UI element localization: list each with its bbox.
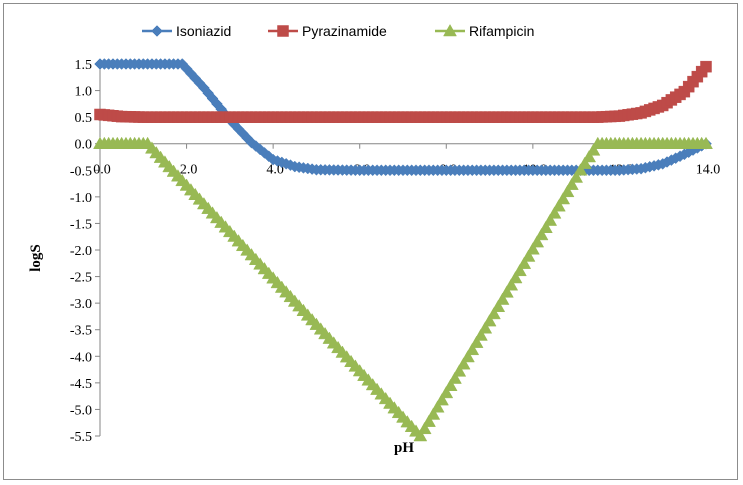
chart-frame [3, 3, 738, 480]
y-tick-label: 1.5 [75, 58, 93, 73]
data-point [439, 385, 454, 399]
legend-item: Rifampicin [435, 23, 534, 39]
data-point [413, 428, 428, 442]
data-point [543, 213, 558, 226]
axes: 1.51.00.50.0-0.5-1.0-1.5-2.0-2.5-3.0-3.5… [70, 58, 720, 445]
data-point [499, 285, 514, 298]
data-point [486, 306, 501, 320]
data-point [461, 349, 475, 363]
data-point [699, 136, 713, 149]
data-point [456, 357, 471, 370]
data-point [525, 242, 540, 255]
data-point [530, 235, 545, 248]
data-point [551, 199, 566, 212]
data-point [547, 206, 562, 219]
y-tick-label: -4.0 [70, 350, 92, 365]
data-point [465, 342, 480, 356]
data-point [452, 364, 467, 377]
data-point [577, 156, 592, 169]
data-point [249, 140, 262, 152]
legend-marker [277, 25, 289, 37]
data-point [435, 393, 449, 406]
legend: Isoniazid Pyrazinamide Rifampicin [142, 23, 534, 39]
y-tick-label: 0.5 [75, 111, 93, 126]
data-point [473, 328, 488, 341]
data-point [517, 256, 532, 269]
x-tick-label: 2.0 [180, 163, 198, 178]
y-tick-label: -4.5 [70, 377, 92, 392]
y-tick-label: -1.5 [70, 217, 92, 232]
y-tick-label: -5.0 [70, 403, 92, 418]
data-point [448, 371, 462, 384]
y-tick-label: -2.0 [70, 244, 92, 259]
data-point [430, 400, 445, 413]
y-tick-label: -0.5 [70, 164, 92, 179]
y-axis-title: logS [28, 244, 44, 272]
data-point [569, 170, 584, 183]
y-tick-label: -2.5 [70, 271, 92, 286]
legend-label: Rifampicin [469, 23, 534, 39]
data-point [556, 192, 571, 205]
legend-item: Pyrazinamide [268, 23, 387, 39]
legend-label: Isoniazid [176, 23, 231, 39]
data-point [586, 143, 601, 156]
data-point [478, 321, 493, 334]
x-axis-title: pH [394, 440, 414, 456]
y-tick-label: -5.5 [70, 430, 92, 445]
data-point [504, 278, 519, 291]
data-point [564, 177, 579, 190]
legend-marker [443, 23, 457, 37]
data-point [469, 335, 484, 348]
y-tick-label: -1.0 [70, 191, 92, 206]
data-point [573, 163, 588, 176]
data-point [422, 414, 436, 427]
x-tick-label: 0.0 [93, 163, 111, 178]
series-pyrazinamide [94, 60, 712, 123]
data-point [521, 249, 536, 262]
y-tick-label: -3.0 [70, 297, 92, 312]
data-point [495, 292, 510, 305]
x-tick-label: 4.0 [266, 163, 284, 178]
data-point [534, 227, 549, 241]
data-point [582, 149, 597, 163]
data-point [426, 407, 441, 420]
series-layer [93, 58, 713, 442]
data-point [512, 263, 527, 277]
y-tick-label: 1.0 [75, 85, 93, 100]
y-tick-label: -3.5 [70, 324, 92, 339]
data-point [417, 421, 432, 435]
data-point [560, 184, 575, 198]
data-point [482, 314, 497, 327]
data-point [700, 60, 712, 73]
legend-marker [151, 25, 163, 37]
data-point [508, 270, 523, 284]
y-tick-label: 0.0 [75, 138, 93, 153]
data-point [538, 220, 553, 233]
legend-label: Pyrazinamide [302, 23, 387, 39]
series-rifampicin [93, 136, 713, 442]
data-point [491, 299, 506, 312]
legend-item: Isoniazid [142, 23, 231, 39]
x-tick-label: 14.0 [696, 163, 721, 178]
data-point [443, 378, 458, 391]
